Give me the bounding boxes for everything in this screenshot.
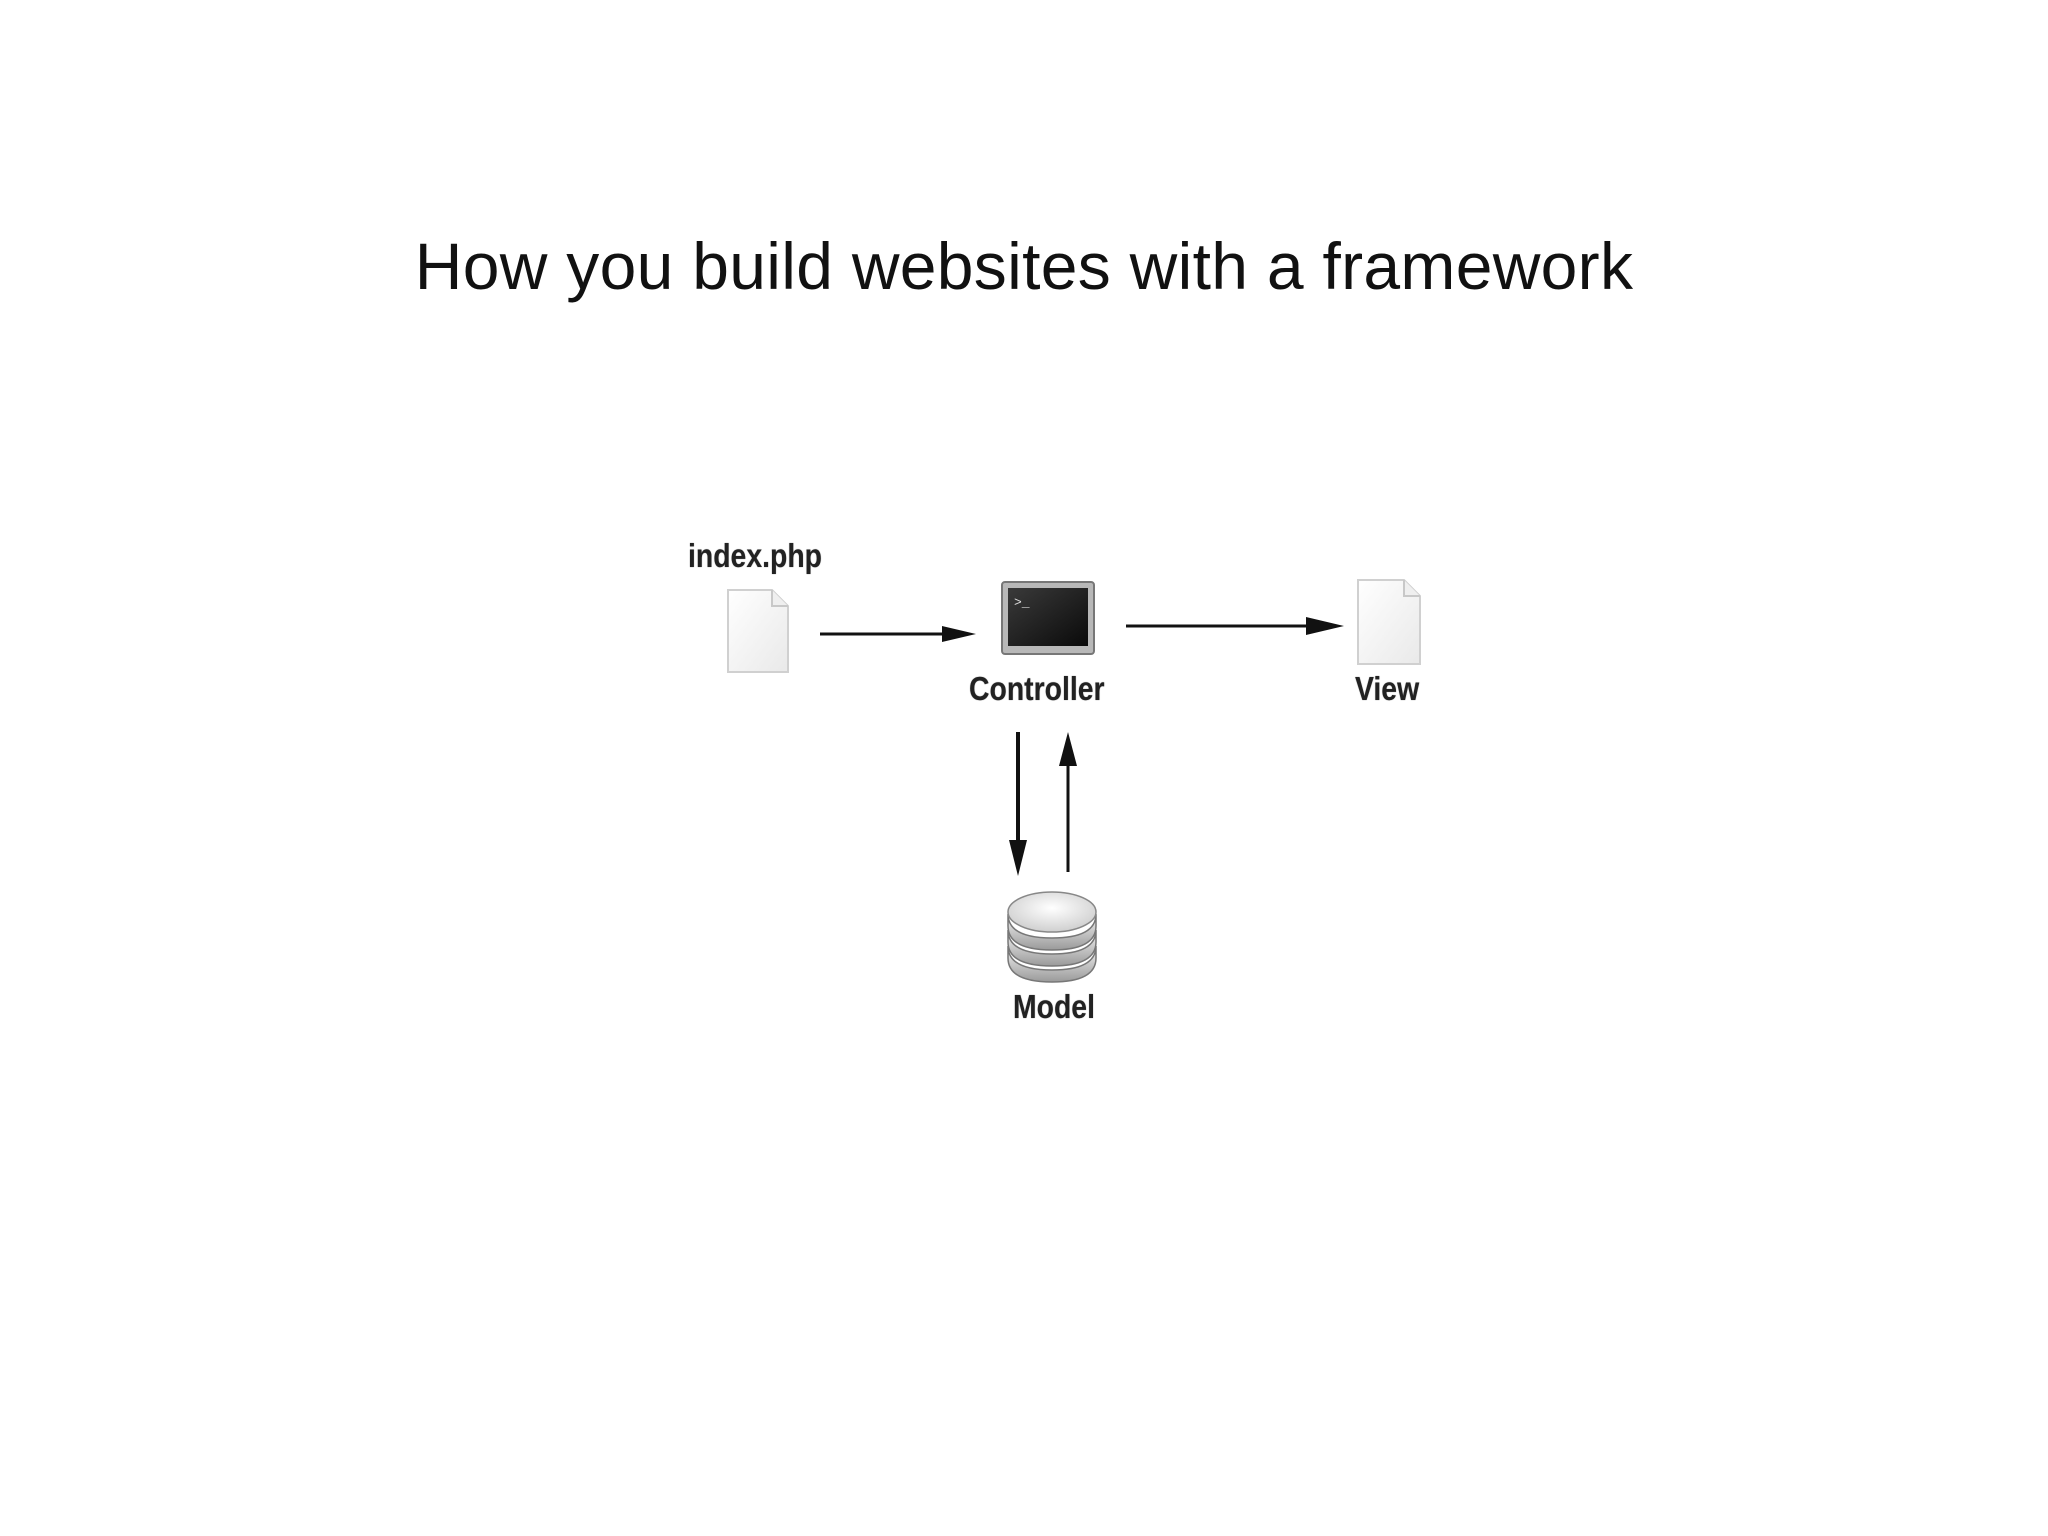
- document-icon: [727, 589, 789, 673]
- document-icon: [1357, 579, 1421, 665]
- slide-title: How you build websites with a framework: [414, 229, 1634, 303]
- arrow-controller-to-view: [1126, 617, 1344, 635]
- arrow-model-to-controller: [1059, 732, 1077, 872]
- view-label: View: [1355, 670, 1420, 707]
- terminal-prompt: >_: [1014, 595, 1030, 610]
- arrow-controller-to-model: [1009, 732, 1027, 876]
- database-icon: [1007, 891, 1097, 983]
- terminal-icon: >_: [1001, 581, 1095, 655]
- index-php-label: index.php: [688, 537, 823, 574]
- controller-label: Controller: [969, 670, 1105, 707]
- arrow-index-to-controller: [820, 626, 976, 642]
- model-label: Model: [1013, 988, 1095, 1025]
